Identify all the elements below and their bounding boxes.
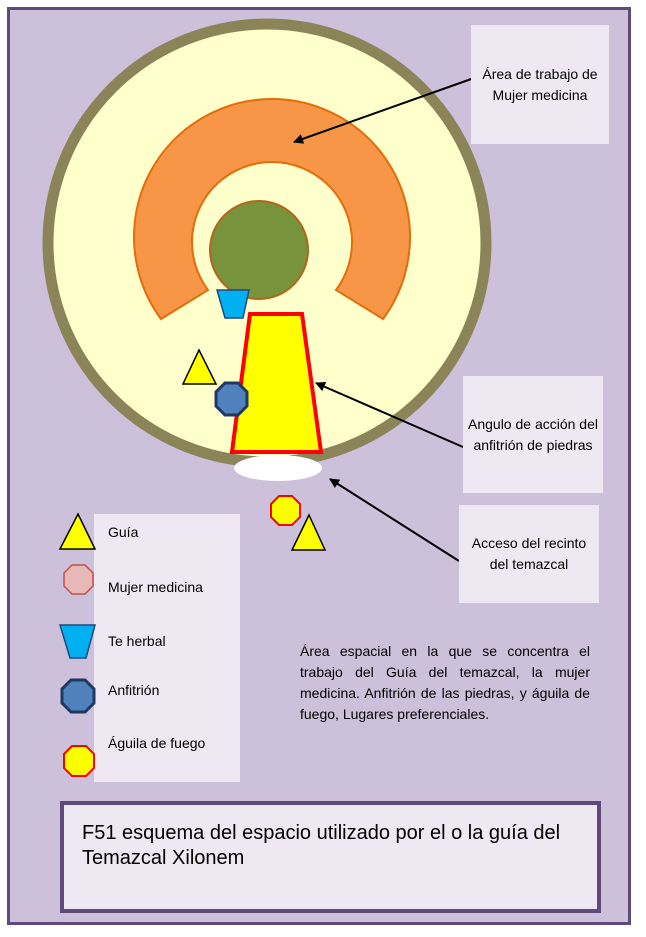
callout-access: Acceso del recinto del temazcal xyxy=(459,505,599,603)
explanatory-note: Área espacial en la que se concentra el … xyxy=(300,643,590,722)
callout-host-angle: Angulo de acción del anfitrión de piedra… xyxy=(463,376,603,493)
host-symbol-inside xyxy=(214,381,249,417)
legend-label-host: Anfitrión xyxy=(108,682,160,698)
medicine-woman-work-area xyxy=(133,98,411,321)
legend-guide-icon xyxy=(58,512,97,550)
legend-label-fire-eagle: Águila de fuego xyxy=(108,735,206,751)
legend-fire-eagle-icon xyxy=(63,745,95,777)
fire-eagle-symbol-outside xyxy=(270,495,301,526)
figure-caption: F51 esquema del espacio utilizado por el… xyxy=(60,801,601,913)
herbal-tea-symbol xyxy=(216,289,250,319)
arrow-work-area xyxy=(293,77,475,144)
legend-panel xyxy=(94,514,240,782)
temazcal-entrance xyxy=(234,455,322,481)
legend-medicine-woman-icon xyxy=(63,564,94,595)
center-stone-pit xyxy=(209,200,309,300)
arrow-angle xyxy=(315,382,464,448)
callout-work-area: Área de trabajo de Mujer medicina xyxy=(471,25,609,144)
legend-label-herbal-tea: Te herbal xyxy=(108,633,166,649)
guide-symbol-inside xyxy=(181,348,218,385)
legend-label-guide: Guía xyxy=(108,524,139,540)
guide-symbol-outside xyxy=(290,513,327,551)
arrow-access xyxy=(329,478,460,562)
legend-herbal-tea-icon xyxy=(58,624,96,659)
legend-host-icon xyxy=(60,678,96,714)
legend-label-medicine-woman: Mujer medicina xyxy=(108,579,203,595)
